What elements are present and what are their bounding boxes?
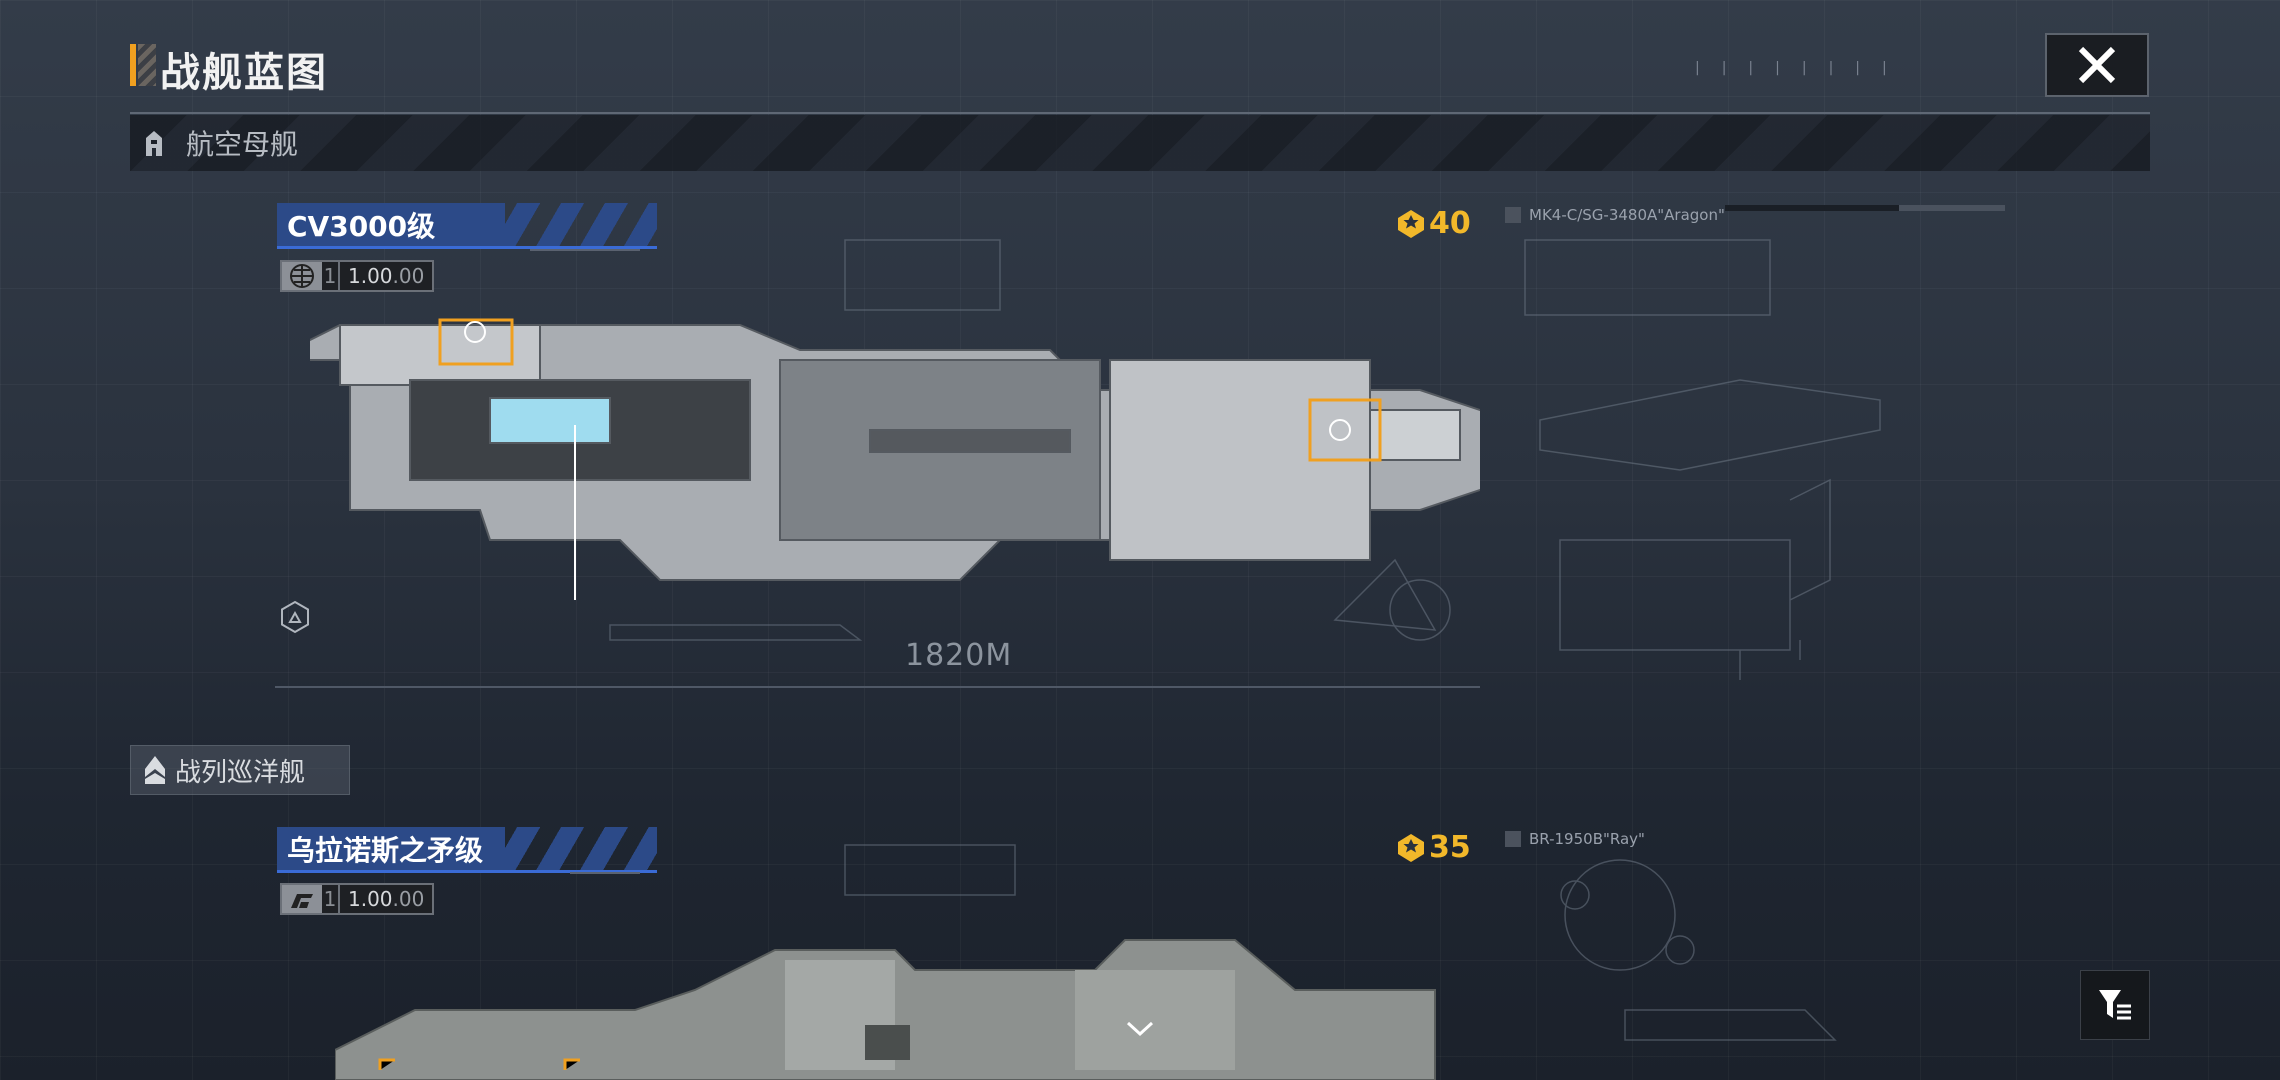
filter-icon <box>2099 990 2131 1020</box>
ship-count: 1 <box>322 885 340 913</box>
close-icon <box>2078 46 2116 84</box>
rank-emblem-icon <box>1398 209 1424 238</box>
ship-name: 乌拉诺斯之矛级 <box>287 833 484 867</box>
rating-value: 40 <box>1429 206 1471 241</box>
globe-icon <box>282 262 322 290</box>
rating-value: 35 <box>1429 830 1471 865</box>
chevron-down-icon[interactable] <box>1125 1020 1155 1038</box>
ship-rating: 40 <box>1397 206 1471 241</box>
ship-name: CV3000级 <box>287 209 436 243</box>
decor-ticks: |||||||| <box>1695 60 1909 76</box>
ship-name-tag: 乌拉诺斯之矛级 <box>277 827 657 873</box>
ship-value-suffix: .00 <box>392 887 425 911</box>
spec-label: BR-1950B"Ray" <box>1529 830 1645 848</box>
ship-value: 1.00 <box>348 887 393 911</box>
spec-label: MK4-C/SG-3480A"Aragon" <box>1529 206 1725 224</box>
ship-stat-box: 1 1.00.00 <box>280 883 435 915</box>
rank-emblem-icon <box>1398 833 1424 862</box>
filter-button[interactable] <box>2080 970 2150 1040</box>
scale-ruler <box>275 686 1480 688</box>
ship-value-suffix: .00 <box>392 264 425 288</box>
ship-model-uranus-spear[interactable] <box>335 930 1445 1080</box>
category-label: 航空母舰 <box>186 128 299 161</box>
weapon-spec: BR-1950B"Ray" <box>1505 830 1645 848</box>
faction-icon <box>282 885 322 913</box>
category-header-battlecruiser[interactable]: 战列巡洋舰 <box>130 745 350 795</box>
category-label: 战列巡洋舰 <box>175 757 306 788</box>
spec-progress-bar <box>1725 205 2005 211</box>
category-header-carrier[interactable]: 航空母舰 <box>130 115 2150 171</box>
ship-length: 1820M <box>905 638 1013 673</box>
title-stripe <box>138 44 156 86</box>
progress-fill <box>1725 205 1899 211</box>
tag-leader-line <box>570 872 640 874</box>
ship-rating: 35 <box>1397 830 1471 865</box>
ship-count: 1 <box>322 262 340 290</box>
battlecruiser-icon <box>145 756 165 784</box>
title-accent <box>130 44 136 86</box>
carrier-icon <box>146 131 162 156</box>
tag-leader-line <box>530 249 640 251</box>
header-divider <box>130 112 2150 114</box>
page-title: 战舰蓝图 <box>160 50 328 96</box>
ship-stat-box: 1 1.00.00 <box>280 260 435 292</box>
ship-name-tag: CV3000级 <box>277 203 657 249</box>
ship-value: 1.00 <box>348 264 393 288</box>
ship-model-cv3000[interactable] <box>310 300 1480 600</box>
hexagon-info-icon[interactable] <box>280 600 310 634</box>
weapon-spec: MK4-C/SG-3480A"Aragon" <box>1505 206 1725 224</box>
close-button[interactable] <box>2045 33 2149 97</box>
